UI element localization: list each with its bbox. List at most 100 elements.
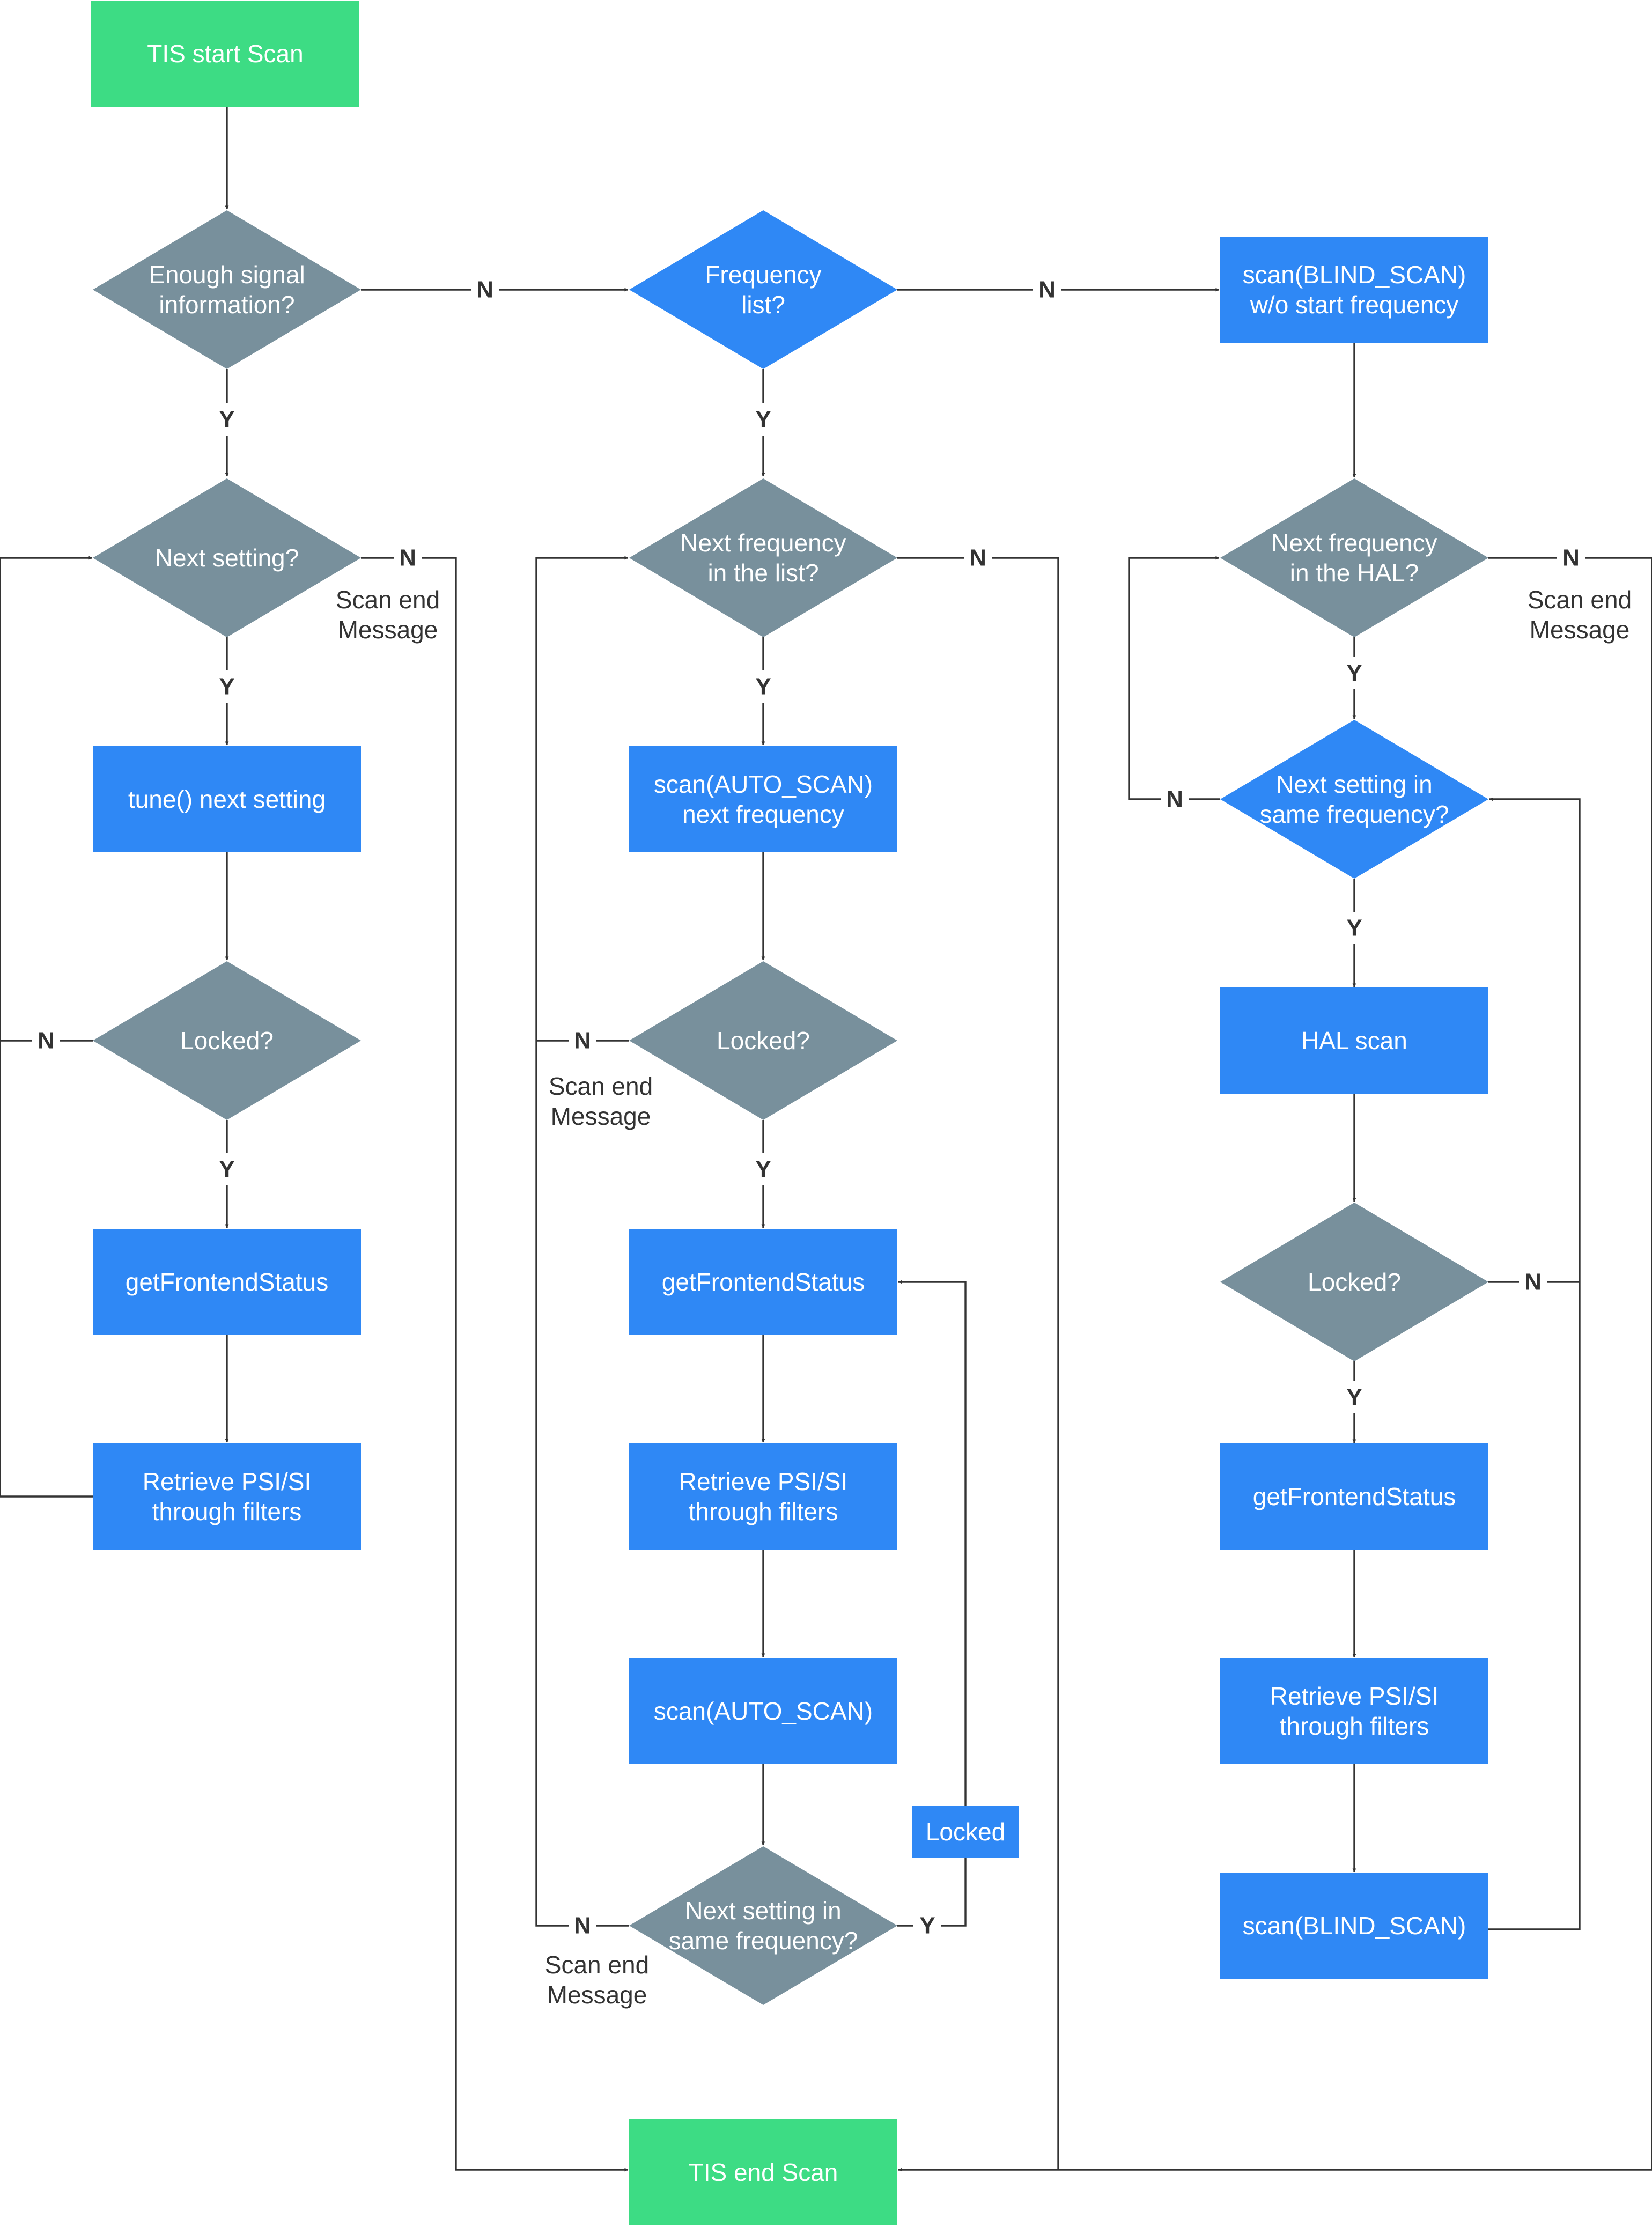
process-auto-scan-next-frequency-text: scan(AUTO_SCAN)next frequency bbox=[654, 770, 873, 828]
decision-locked-2-text: Locked? bbox=[717, 1027, 810, 1055]
label-yes-next-setting-same-3: Y bbox=[1346, 915, 1362, 941]
process-get-frontend-status-3-shape bbox=[1220, 1443, 1488, 1550]
process-retrieve-psi-si-1-shape bbox=[93, 1443, 361, 1550]
decision-locked-3-shape bbox=[1220, 1203, 1488, 1361]
decision-next-setting-shape bbox=[93, 478, 361, 637]
process-hal-scan-text: HAL scan bbox=[1301, 1027, 1407, 1055]
decision-next-setting-text: Next setting? bbox=[155, 544, 299, 572]
decision-next-setting: Next setting? bbox=[93, 478, 361, 637]
process-blind-scan-text: scan(BLIND_SCAN) bbox=[1243, 1912, 1466, 1940]
process-tune-next-setting-shape bbox=[93, 746, 361, 852]
decision-locked-2: Locked? bbox=[629, 961, 897, 1120]
label-no-locked-1-bg bbox=[32, 1024, 60, 1057]
process-auto-scan-shape bbox=[629, 1658, 897, 1764]
label-yes-next-setting-same-2: Y bbox=[919, 1913, 935, 1939]
process-get-frontend-status-3: getFrontendStatus bbox=[1220, 1443, 1488, 1550]
label-no-next-setting-same-3-bg bbox=[1161, 783, 1189, 815]
process-get-frontend-status-1-text: getFrontendStatus bbox=[126, 1268, 328, 1296]
decision-locked-3: Locked? bbox=[1220, 1203, 1488, 1361]
process-get-frontend-status-2-shape bbox=[629, 1229, 897, 1335]
process-hal-scan: HAL scan bbox=[1220, 987, 1488, 1094]
label-yes-next-setting-same-3-bg bbox=[1340, 912, 1368, 944]
decision-locked-3-text: Locked? bbox=[1308, 1268, 1401, 1296]
edge-retrieve-1-loop-back bbox=[0, 556, 93, 1498]
label-yes-locked-3: Y bbox=[1346, 1384, 1362, 1411]
edge-next-setting-same-2-no bbox=[535, 556, 629, 1927]
process-tune-next-setting: tune() next setting bbox=[93, 746, 361, 852]
label-yes-enough-signal-bg bbox=[213, 403, 241, 436]
start-node-shape bbox=[91, 1, 359, 107]
process-blind-scan-no-start-text: scan(BLIND_SCAN)w/o start frequency bbox=[1243, 261, 1466, 319]
label-no-locked-2: N bbox=[574, 1028, 591, 1054]
start-node-text: TIS start Scan bbox=[147, 40, 303, 68]
process-auto-scan-text: scan(AUTO_SCAN) bbox=[654, 1697, 873, 1725]
label-yes-next-setting-same-2-bg bbox=[913, 1910, 941, 1942]
label-no-locked-2-bg bbox=[569, 1024, 596, 1057]
process-auto-scan-next-frequency: scan(AUTO_SCAN)next frequency bbox=[629, 746, 897, 852]
decision-next-setting-same-frequency-2-shape bbox=[629, 1846, 897, 2005]
decision-locked-1: Locked? bbox=[93, 961, 361, 1120]
label-no-next-frequency-hal-bg bbox=[1557, 542, 1585, 574]
process-get-frontend-status-2: getFrontendStatus bbox=[629, 1229, 897, 1335]
label-yes-next-frequency-hal: Y bbox=[1346, 660, 1362, 687]
label-yes-frequency-list-bg bbox=[749, 403, 777, 436]
process-get-frontend-status-3-text: getFrontendStatus bbox=[1253, 1483, 1456, 1510]
end-node-shape bbox=[629, 2119, 897, 2225]
label-yes-frequency-list: Y bbox=[755, 407, 771, 433]
process-auto-scan-next-frequency-shape bbox=[629, 746, 897, 852]
label-no-next-setting-same-2: N bbox=[574, 1913, 591, 1939]
label-no-frequency-list: N bbox=[1038, 277, 1056, 303]
label-no-enough-signal: N bbox=[476, 277, 493, 303]
label-no-locked-1: N bbox=[38, 1028, 55, 1054]
edges bbox=[0, 107, 1652, 2172]
end-node: TIS end Scan bbox=[629, 2119, 897, 2225]
decision-locked-2-shape bbox=[629, 961, 897, 1120]
label-no-next-frequency-hal: N bbox=[1562, 545, 1580, 571]
decision-frequency-list-shape bbox=[629, 210, 897, 369]
label-yes-next-frequency-list: Y bbox=[755, 674, 771, 700]
label-yes-next-setting-bg bbox=[213, 670, 241, 703]
label-no-frequency-list-bg bbox=[1033, 274, 1061, 306]
decision-next-frequency-hal-shape bbox=[1220, 478, 1488, 637]
process-get-frontend-status-1: getFrontendStatus bbox=[93, 1229, 361, 1335]
process-get-frontend-status-2-text: getFrontendStatus bbox=[662, 1268, 865, 1296]
label-no-enough-signal-bg bbox=[471, 274, 499, 306]
label-no-locked-3-bg bbox=[1519, 1266, 1547, 1298]
locked-tag-text: Locked bbox=[926, 1818, 1005, 1846]
label-yes-locked-2-bg bbox=[749, 1153, 777, 1185]
start-node: TIS start Scan bbox=[91, 1, 359, 107]
edge-next-setting-same-3-no bbox=[1128, 556, 1220, 800]
locked-tag: Locked bbox=[912, 1806, 1019, 1858]
decision-locked-1-shape bbox=[93, 961, 361, 1120]
process-blind-scan: scan(BLIND_SCAN) bbox=[1220, 1873, 1488, 1979]
label-no-next-frequency-list-bg bbox=[964, 542, 992, 574]
label-no-locked-3: N bbox=[1524, 1269, 1542, 1295]
label-no-next-setting-bg bbox=[394, 542, 422, 574]
process-hal-scan-shape bbox=[1220, 987, 1488, 1094]
decision-enough-signal-shape bbox=[93, 210, 361, 369]
process-blind-scan-no-start: scan(BLIND_SCAN)w/o start frequency bbox=[1220, 237, 1488, 343]
label-yes-locked-2: Y bbox=[755, 1156, 771, 1183]
edge-blind-scan-loop-back bbox=[1488, 797, 1581, 1930]
end-node-text: TIS end Scan bbox=[689, 2158, 838, 2186]
process-blind-scan-shape bbox=[1220, 1873, 1488, 1979]
